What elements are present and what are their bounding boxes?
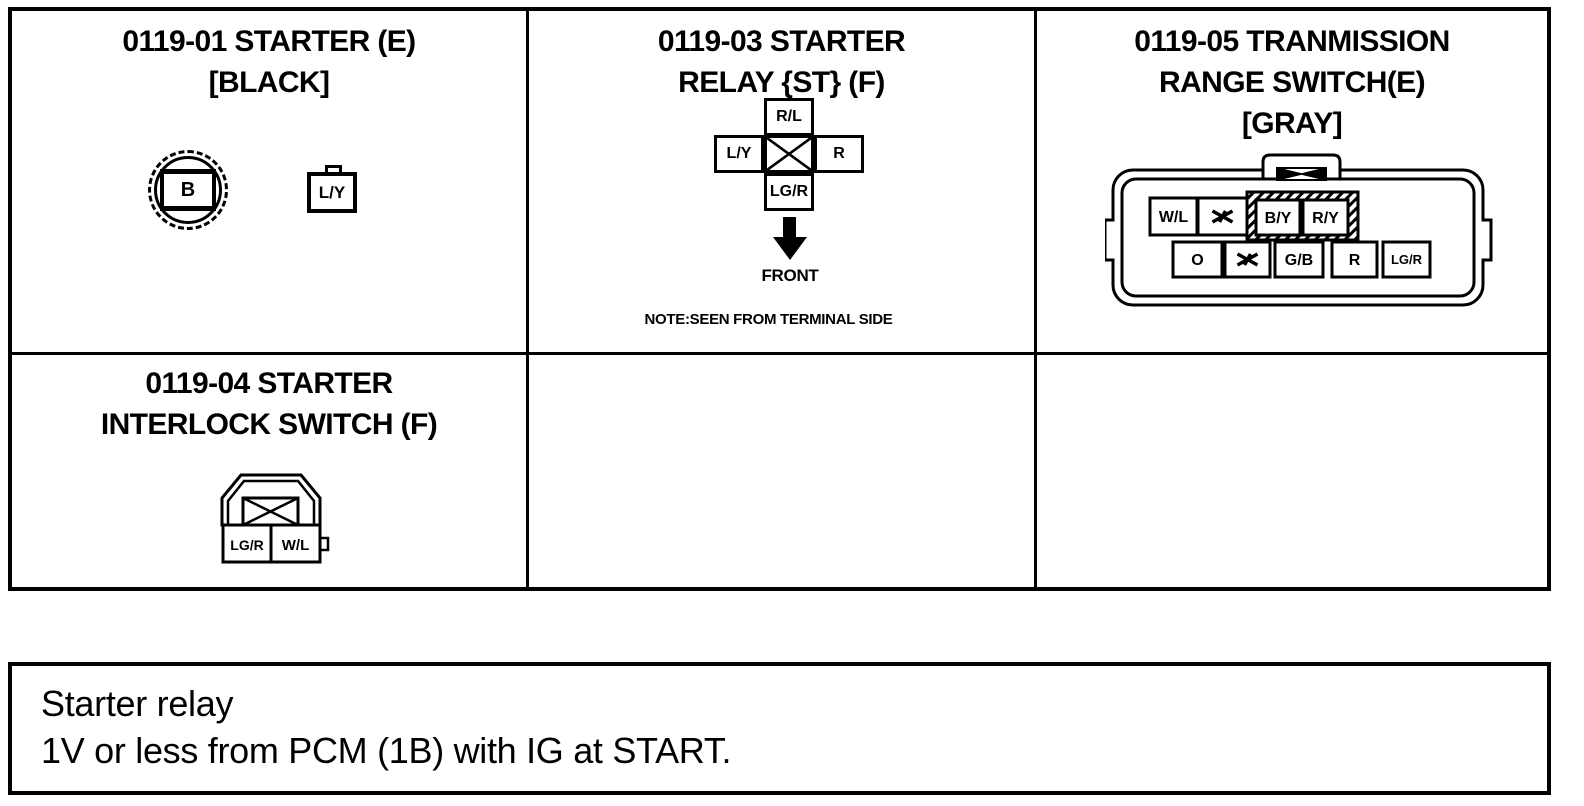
range-switch-connector-drawing: W/L B/Y R/Y O (1105, 153, 1493, 307)
terminal-gb-box (1273, 240, 1325, 279)
panel-range-switch-title-line2: RANGE SWITCH(E) (1159, 66, 1426, 99)
panel-starter-title: 0119-01 STARTER (E) [BLACK] (12, 11, 526, 103)
panel-range-switch-title-line1: 0119-05 TRANMISSION (1134, 25, 1450, 58)
terminal-lgr-box (221, 523, 273, 564)
latch-bowtie-icon (1276, 167, 1327, 181)
panel-interlock-title-line2: INTERLOCK SWITCH (F) (100, 408, 438, 441)
front-arrow-head-icon (773, 237, 807, 260)
panel-starter-relay-title: 0119-03 STARTER RELAY {ST} (F) (529, 11, 1034, 103)
terminal-side-note: NOTE:SEEN FROM TERMINAL SIDE (644, 311, 893, 328)
terminal-wl-box (269, 523, 322, 564)
panel-interlock-title: 0119-04 STARTER INTERLOCK SWITCH (F) (12, 355, 526, 445)
result-line-spec: 1V or less from PCM (1B) with IG at STAR… (41, 730, 732, 771)
terminal-gb-label: G/B (1285, 252, 1313, 269)
terminal-lgr-label: LG/R (230, 537, 263, 553)
terminal-by-box (1254, 198, 1302, 237)
panel-starter-relay: 0119-03 STARTER RELAY {ST} (F) R/L L/Y R… (529, 11, 1037, 355)
front-label: FRONT (761, 266, 819, 285)
terminal-by-label: B/Y (1265, 210, 1292, 227)
connector-grid-table: 0119-01 STARTER (E) [BLACK] B L/Y 0119-0… (8, 7, 1551, 591)
inspection-result-box: Starter relay 1V or less from PCM (1B) w… (8, 662, 1551, 795)
terminal-wl-label: W/L (282, 537, 310, 554)
terminal-wl-label: W/L (1159, 209, 1189, 226)
panel-starter-relay-title-line1: 0119-03 STARTER (657, 25, 906, 58)
terminal-ly: L/Y (307, 172, 357, 213)
relay-pin-left: L/Y (714, 135, 764, 173)
panel-range-switch: 0119-05 TRANMISSION RANGE SWITCH(E) [GRA… (1037, 11, 1547, 355)
terminal-lgr-label: LG/R (1391, 252, 1423, 267)
terminal-r-label: R (1349, 252, 1361, 269)
empty-cell (1037, 355, 1547, 587)
relay-pin-bottom-label: LG/R (769, 183, 809, 200)
x-cross-icon (767, 138, 811, 170)
asterisk-icon (1211, 209, 1234, 224)
relay-pin-right-label: R (833, 145, 845, 162)
terminal-ly-label: L/Y (318, 182, 346, 202)
solid-ring-icon (154, 156, 222, 224)
empty-cell (529, 355, 1037, 587)
terminal-b: B (160, 169, 216, 211)
panel-range-switch-title-line3: [GRAY] (1241, 107, 1343, 140)
terminal-unused-box-top (1196, 196, 1249, 237)
terminal-ry-box (1301, 198, 1350, 237)
interlock-connector-drawing: LG/R W/L (220, 473, 330, 564)
panel-starter-relay-title-line2: RELAY {ST} (F) (678, 66, 885, 99)
terminal-r-box (1330, 240, 1379, 279)
dashed-ring-icon (148, 150, 228, 230)
panel-range-switch-title: 0119-05 TRANMISSION RANGE SWITCH(E) [GRA… (1037, 11, 1547, 144)
connector-tab-icon (325, 165, 342, 174)
panel-starter-title-line1: 0119-01 STARTER (E) (122, 25, 416, 58)
terminal-wl-box (1148, 196, 1199, 237)
relay-pin-bottom: LG/R (764, 173, 814, 211)
panel-interlock: 0119-04 STARTER INTERLOCK SWITCH (F) LG/… (12, 355, 529, 587)
panel-interlock-title-line1: 0119-04 STARTER (145, 367, 393, 400)
result-line-component: Starter relay (41, 683, 234, 724)
terminal-ry-label: R/Y (1312, 210, 1339, 227)
front-arrow-icon (783, 217, 796, 238)
terminal-lgr-box (1381, 240, 1432, 279)
housing-inner-outline (226, 479, 316, 525)
relay-pin-right: R (814, 135, 864, 173)
latch-bowtie-icon (241, 496, 300, 527)
starter-round-connector: B (148, 150, 228, 230)
relay-pin-left-label: L/Y (726, 145, 752, 162)
relay-pin-top-label: R/L (776, 108, 802, 125)
inspection-result-text: Starter relay 1V or less from PCM (1B) w… (12, 666, 1547, 774)
panel-starter: 0119-01 STARTER (E) [BLACK] B L/Y (12, 11, 529, 355)
panel-starter-title-line2: [BLACK] (208, 66, 330, 99)
asterisk-icon (1236, 252, 1259, 267)
relay-pin-top: R/L (764, 98, 814, 136)
relay-keyway-x-icon (764, 135, 814, 173)
terminal-o-label: O (1191, 252, 1203, 269)
terminal-o-box (1171, 240, 1224, 279)
